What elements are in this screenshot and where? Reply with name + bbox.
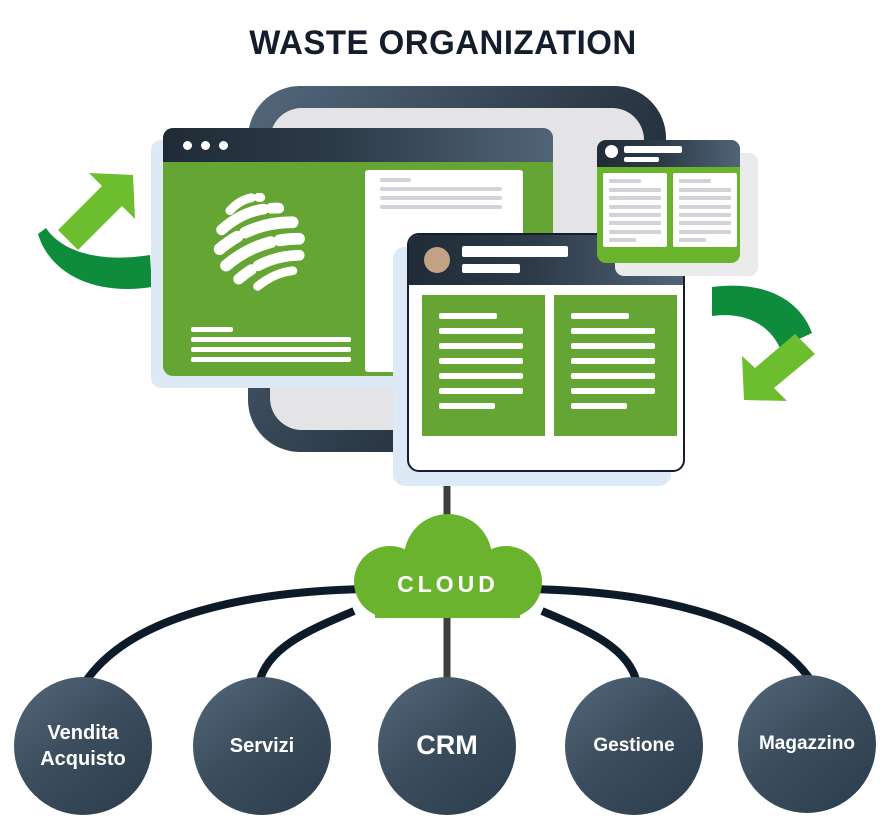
title-placeholder [624, 146, 682, 153]
node-gestione: Gestione [565, 677, 703, 815]
node-vendita-acquisto: Vendita Acquisto [14, 677, 152, 815]
avatar-icon [605, 145, 618, 158]
text-placeholder-lines [365, 178, 523, 209]
title-placeholder [462, 246, 568, 257]
content-panel [554, 295, 677, 436]
recycle-arrow-left-icon [38, 173, 152, 290]
content-panel [603, 173, 667, 247]
cloud-icon [354, 514, 542, 618]
node-servizi: Servizi [193, 677, 331, 815]
window-dots-icon [201, 141, 210, 150]
avatar-icon [424, 247, 450, 273]
cloud-label: CLOUD [397, 571, 499, 597]
node-label: Gestione [593, 734, 675, 756]
content-panel [673, 173, 737, 247]
node-label: Servizi [229, 735, 295, 757]
content-panel [422, 295, 545, 436]
node-magazzino: Magazzino [738, 675, 876, 813]
subtitle-placeholder [462, 264, 520, 273]
text-placeholder-lines [191, 322, 351, 362]
subtitle-placeholder [624, 157, 659, 162]
node-label: Magazzino [758, 732, 856, 754]
detail-browser-window [407, 233, 685, 472]
node-crm: CRM [378, 677, 516, 815]
window-header [163, 128, 553, 162]
globe-logo-icon [213, 192, 305, 291]
mini-browser-window [597, 140, 740, 263]
node-label: CRM [416, 730, 478, 761]
window-dots-icon [219, 141, 228, 150]
recycle-arrow-right-icon [712, 285, 815, 401]
node-label: Vendita Acquisto [40, 722, 126, 770]
window-header [597, 140, 740, 167]
page-title: WASTE ORGANIZATION [249, 24, 637, 62]
window-dots-icon [183, 141, 192, 150]
